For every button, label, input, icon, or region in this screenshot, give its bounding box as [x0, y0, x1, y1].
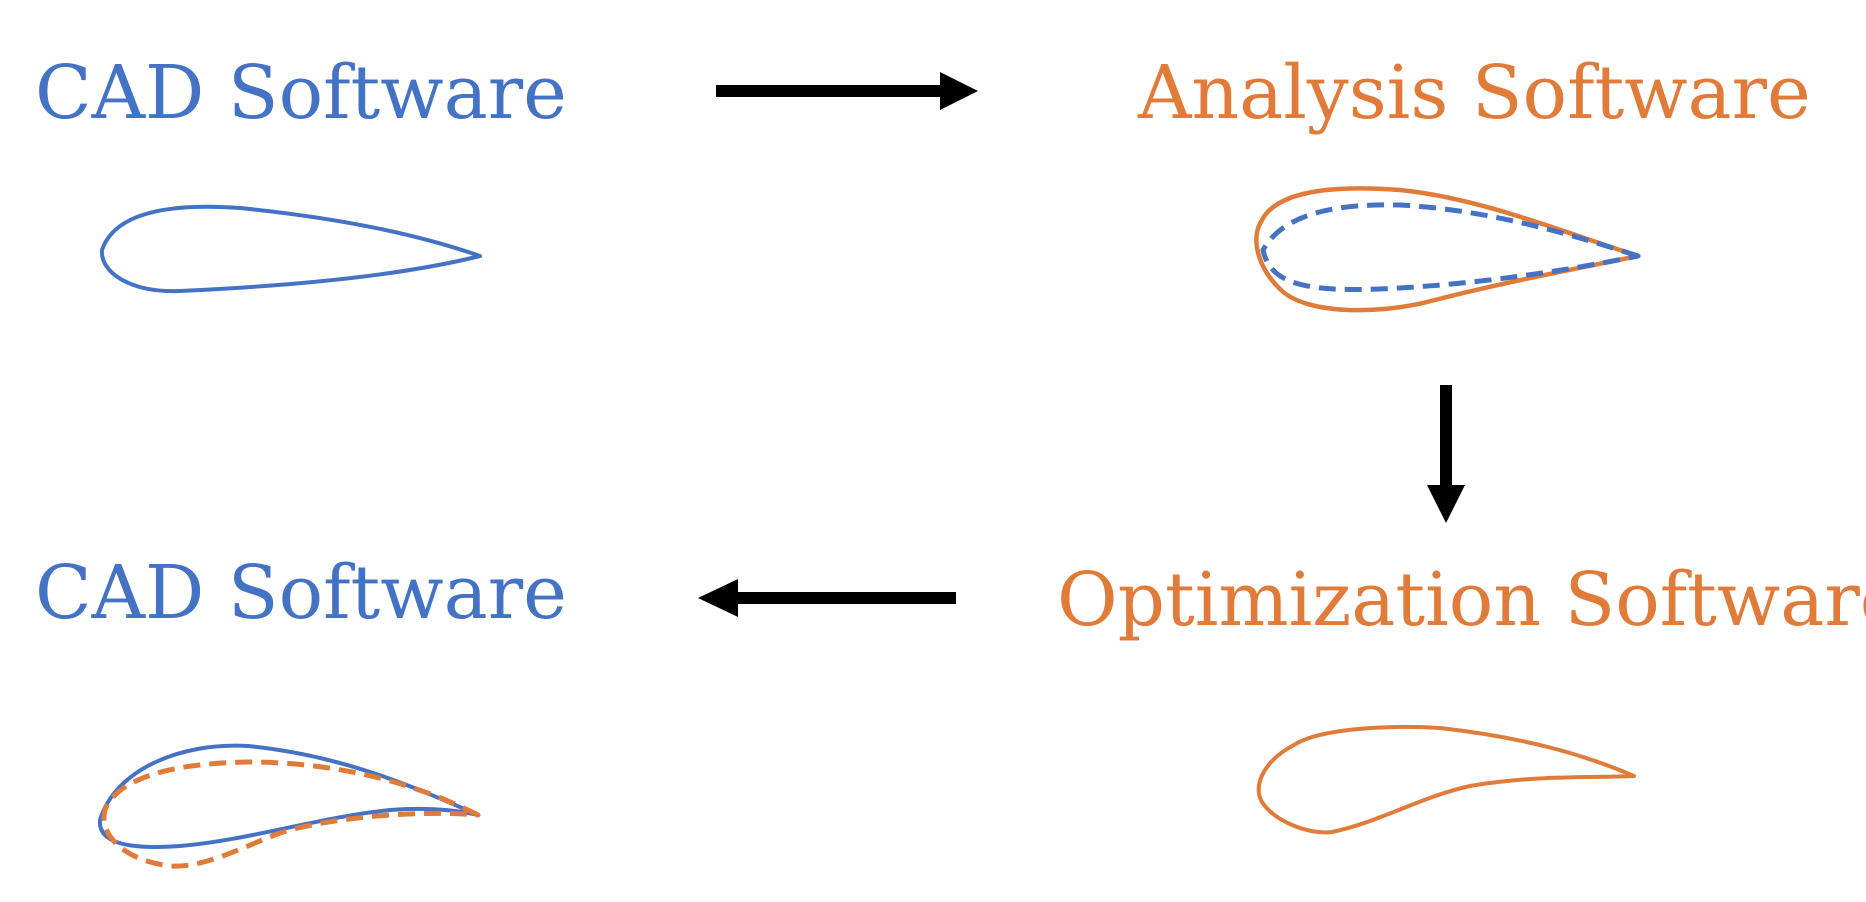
cad-software-label-top: CAD Software	[35, 50, 567, 136]
original-airfoil-shape	[99, 204, 482, 294]
arrow-cad-to-analysis	[716, 72, 978, 110]
analysis-software-label: Analysis Software	[1137, 50, 1811, 136]
arrow-optimization-to-cad	[698, 579, 956, 617]
cad-software-label-bottom: CAD Software	[35, 550, 567, 636]
cad-updated-airfoil-shape	[97, 743, 480, 849]
arrow-analysis-to-optimization	[1427, 385, 1465, 523]
optimized-airfoil-dashed-overlay	[101, 759, 481, 869]
optimization-software-label: Optimization Software	[1057, 557, 1866, 643]
original-airfoil-dashed-overlay	[1260, 202, 1641, 292]
analysed-airfoil-shape	[1254, 186, 1641, 313]
optimized-airfoil-shape	[1256, 724, 1636, 835]
